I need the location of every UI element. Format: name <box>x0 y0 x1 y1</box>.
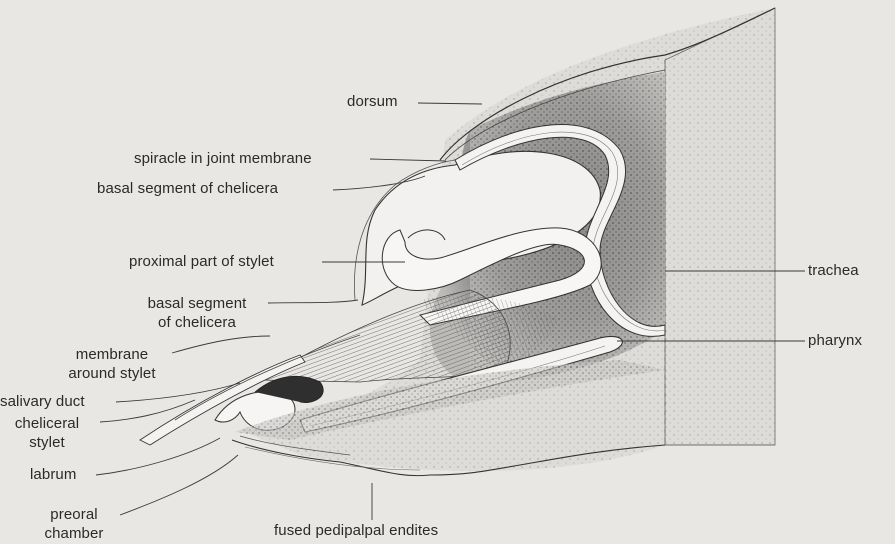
label-proximal-stylet: proximal part of stylet <box>129 253 274 271</box>
label-cheliceral-stylet-line1: cheliceral <box>2 414 92 433</box>
leader-spiracle <box>370 159 446 161</box>
label-fused-endites: fused pedipalpal endites <box>274 522 438 540</box>
label-basal-segment-2-line1: basal segment <box>129 294 265 313</box>
label-pharynx: pharynx <box>808 332 862 350</box>
label-trachea: trachea <box>808 262 859 280</box>
leader-preoral <box>120 455 238 515</box>
leader-membrane <box>172 336 270 353</box>
label-salivary-duct: salivary duct <box>0 393 85 411</box>
leader-dorsum <box>418 103 482 104</box>
leader-basal-2 <box>268 300 358 303</box>
label-preoral-chamber: preoral chamber <box>32 505 116 543</box>
label-basal-segment-2: basal segment of chelicera <box>129 294 265 332</box>
label-spiracle: spiracle in joint membrane <box>134 150 312 168</box>
label-basal-segment-2-line2: of chelicera <box>129 313 265 332</box>
label-membrane-line1: membrane <box>56 345 168 364</box>
label-preoral-chamber-line2: chamber <box>32 524 116 543</box>
label-cheliceral-stylet-line2: stylet <box>2 433 92 452</box>
label-dorsum: dorsum <box>347 93 398 111</box>
label-cheliceral-stylet: cheliceral stylet <box>2 414 92 452</box>
label-membrane: membrane around stylet <box>56 345 168 383</box>
leader-labrum <box>96 438 220 475</box>
label-basal-segment-1: basal segment of chelicera <box>97 180 278 198</box>
label-preoral-chamber-line1: preoral <box>32 505 116 524</box>
label-membrane-line2: around stylet <box>56 364 168 383</box>
label-labrum: labrum <box>30 466 76 484</box>
